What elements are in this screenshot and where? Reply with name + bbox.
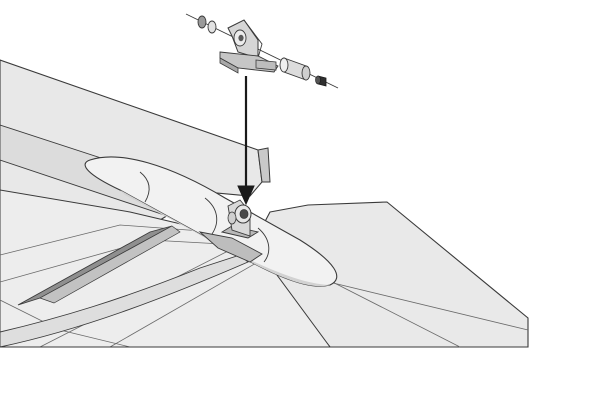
pod-saddle [198, 231, 263, 263]
pod-segment-line [139, 171, 150, 203]
exploded-hinge-assembly [185, 13, 339, 89]
bracket-washer [227, 211, 237, 225]
coupler-end [279, 57, 289, 73]
wing-panel-line [109, 261, 259, 348]
installation-arrow [237, 76, 255, 206]
bracket-part-rib [243, 19, 263, 59]
hinge-bracket-mounted [220, 199, 260, 239]
fuselage-pod [84, 156, 338, 287]
nut-part-face [315, 75, 321, 85]
coupler-end [301, 65, 311, 81]
washer-part [207, 20, 217, 34]
pod-segment-line [204, 197, 218, 235]
wing-slot-highlight [39, 225, 181, 304]
bracket-part-hole [238, 34, 244, 42]
wing [0, 59, 529, 348]
wing-leading-edge [257, 147, 271, 183]
bracket-part-base-side [219, 57, 239, 74]
wing-panel-line [0, 224, 216, 256]
wing-panel-line [299, 274, 529, 331]
pod-segment-line [257, 227, 270, 263]
arrow-head [237, 185, 255, 206]
washer-part [197, 15, 207, 29]
bracket-part-tab [255, 59, 277, 71]
bracket-bushing-hole [239, 209, 249, 219]
pod-body [84, 156, 338, 287]
wing-elevon [0, 254, 249, 348]
